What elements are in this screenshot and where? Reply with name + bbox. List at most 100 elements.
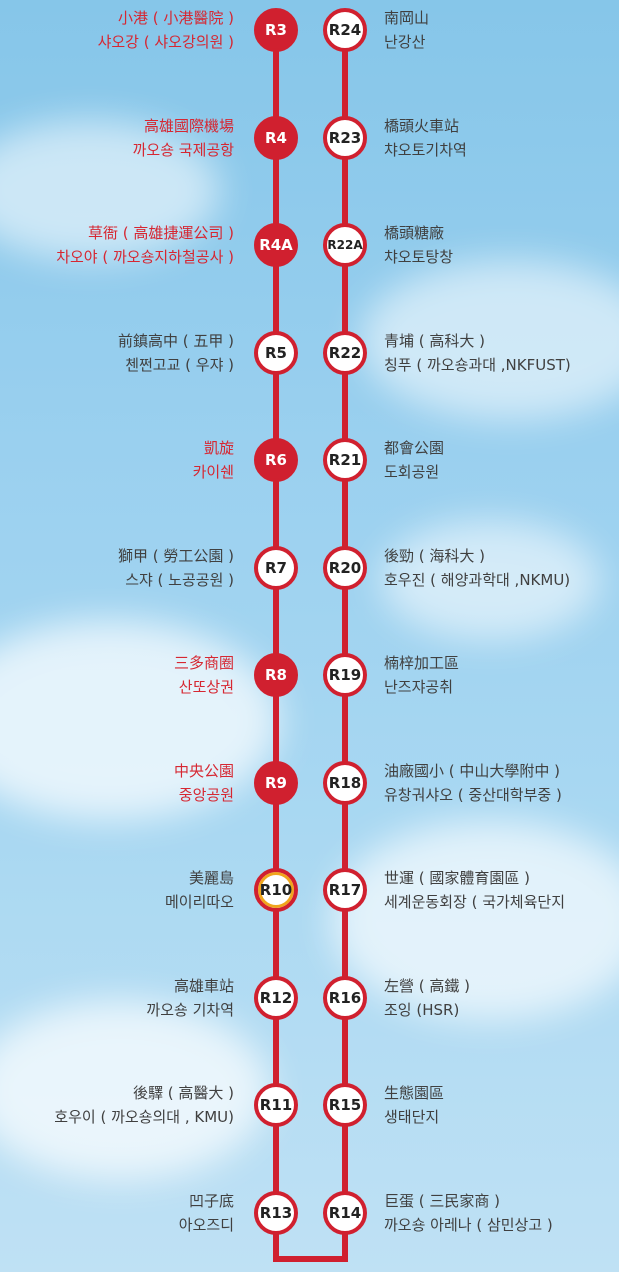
station-name-chinese: 凹子底 xyxy=(188,1191,234,1210)
station-marker-r18[interactable]: R18 xyxy=(323,760,367,805)
station-label-r22a: 橋頭糖廠 챠오토탕창 xyxy=(384,221,453,269)
station-marker-r7[interactable]: R7 xyxy=(254,545,298,590)
station-label-r8: 三多商圈 산또상권 xyxy=(174,651,234,699)
station-name-chinese: 生態園區 xyxy=(384,1084,445,1102)
station-marker-r22[interactable]: R22 xyxy=(323,330,367,375)
station-marker-r23[interactable]: R23 xyxy=(323,115,367,160)
station-name-chinese: 世運 ( 國家體育園區 ) xyxy=(384,869,531,887)
station-label-r14: 巨蛋 ( 三民家商 ) 까오숑 아레나 ( 삼민상고 ) xyxy=(384,1189,553,1237)
station-name-korean: 차오야 ( 까오숑지하철공사 ) xyxy=(56,248,234,266)
station-name-chinese: 小港 ( 小港醫院 ) xyxy=(117,9,234,27)
station-label-r22: 青埔 ( 高科大 ) 칭푸 ( 까오숑과대 ,NKFUST) xyxy=(384,329,571,377)
station-label-r3: 小港 ( 小港醫院 ) 샤오강 ( 샤오강의원 ) xyxy=(98,6,234,54)
station-label-r12: 高雄車站 까오숑 기차역 xyxy=(146,974,234,1022)
station-label-r5: 前鎮高中 ( 五甲 ) 첸쩐고교 ( 우쟈 ) xyxy=(118,329,234,377)
station-name-chinese: 楠梓加工區 xyxy=(384,654,460,672)
station-marker-r13[interactable]: R13 xyxy=(254,1190,298,1235)
station-marker-r4[interactable]: R4 xyxy=(254,115,298,160)
station-name-korean: 호우이 ( 까오숑의대 , KMU) xyxy=(54,1108,234,1126)
station-name-korean: 도회공원 xyxy=(384,463,440,481)
station-name-korean: 까오숑 아레나 ( 삼민상고 ) xyxy=(384,1215,553,1234)
station-name-korean: 챠오토기차역 xyxy=(384,140,467,159)
station-name-korean: 세계운동회장 ( 국가체육단지 xyxy=(384,893,565,911)
station-marker-r3[interactable]: R3 xyxy=(254,8,298,52)
station-name-chinese: 橋頭火車站 xyxy=(384,116,460,135)
station-name-korean: 까오숑 기차역 xyxy=(146,1000,234,1019)
station-marker-r19[interactable]: R19 xyxy=(323,653,367,697)
station-name-korean: 스쟈 ( 노공공원 ) xyxy=(125,570,234,589)
station-label-r4: 高雄國際機場 까오숑 국제공항 xyxy=(133,114,234,162)
station-name-korean: 챠오토탕창 xyxy=(384,248,454,266)
station-name-chinese: 草衙 ( 高雄捷運公司 ) xyxy=(87,224,234,242)
station-name-korean: 메이리따오 xyxy=(164,893,234,911)
station-name-korean: 난강산 xyxy=(384,33,426,51)
station-name-chinese: 美麗島 xyxy=(188,869,234,887)
station-name-korean: 샤오강 ( 샤오강의원 ) xyxy=(97,33,234,51)
line-right-track xyxy=(342,30,348,1262)
station-label-r18: 油廠國小 ( 中山大學附中 ) 유창궈샤오 ( 중산대학부중 ) xyxy=(384,759,562,807)
station-name-chinese: 左營 ( 高鐵 ) xyxy=(384,976,471,995)
station-marker-r20[interactable]: R20 xyxy=(323,545,367,590)
station-label-r9: 中央公園 중앙공원 xyxy=(174,759,234,807)
station-name-chinese: 巨蛋 ( 三民家商 ) xyxy=(384,1191,501,1210)
station-label-r10: 美麗島 메이리따오 xyxy=(165,866,234,914)
station-name-korean: 산또상권 xyxy=(178,678,234,696)
line-left-track xyxy=(273,30,279,1262)
station-name-korean: 칭푸 ( 까오숑과대 ,NKFUST) xyxy=(384,355,571,374)
station-marker-r8[interactable]: R8 xyxy=(254,653,298,697)
station-marker-r14[interactable]: R14 xyxy=(323,1190,367,1235)
station-name-korean: 생태단지 xyxy=(384,1108,440,1126)
station-name-korean: 중앙공원 xyxy=(178,785,234,804)
station-label-r19: 楠梓加工區 난즈쟈공취 xyxy=(384,651,459,699)
station-name-chinese: 凱旋 xyxy=(203,439,234,457)
station-label-r4a: 草衙 ( 高雄捷運公司 ) 차오야 ( 까오숑지하철공사 ) xyxy=(56,221,234,269)
station-name-chinese: 後驛 ( 高醫大 ) xyxy=(132,1084,234,1102)
station-label-r21: 都會公園 도회공원 xyxy=(384,436,444,484)
station-marker-r15[interactable]: R15 xyxy=(323,1083,367,1127)
station-marker-r5[interactable]: R5 xyxy=(254,330,298,375)
station-marker-r9[interactable]: R9 xyxy=(254,760,298,805)
station-label-r20: 後勁 ( 海科大 ) 호우진 ( 해양과학대 ,NKMU) xyxy=(384,544,570,592)
station-name-korean: 카이쉔 xyxy=(192,463,234,481)
station-name-chinese: 高雄車站 xyxy=(173,976,234,995)
station-name-chinese: 都會公園 xyxy=(384,439,445,457)
station-name-chinese: 三多商圈 xyxy=(173,654,234,672)
station-marker-r24[interactable]: R24 xyxy=(323,8,367,52)
station-label-r13: 凹子底 아오즈디 xyxy=(179,1189,234,1237)
station-label-r7: 獅甲 ( 勞工公園 ) 스쟈 ( 노공공원 ) xyxy=(118,544,234,592)
station-label-r15: 生態園區 생태단지 xyxy=(384,1081,444,1129)
station-marker-r10[interactable]: R10 xyxy=(254,868,298,912)
station-marker-r11[interactable]: R11 xyxy=(254,1083,298,1127)
station-marker-r4a[interactable]: R4A xyxy=(254,223,298,267)
station-marker-r22a[interactable]: R22A xyxy=(323,223,367,267)
station-name-chinese: 南岡山 xyxy=(384,9,430,27)
station-label-r16: 左營 ( 高鐵 ) 조잉 (HSR) xyxy=(384,974,470,1022)
station-name-chinese: 中央公園 xyxy=(173,761,234,780)
station-name-korean: 호우진 ( 해양과학대 ,NKMU) xyxy=(384,570,571,589)
station-marker-r6[interactable]: R6 xyxy=(254,438,298,482)
station-marker-r12[interactable]: R12 xyxy=(254,975,298,1020)
station-marker-r21[interactable]: R21 xyxy=(323,438,367,482)
station-name-chinese: 獅甲 ( 勞工公園 ) xyxy=(117,546,234,565)
station-marker-r17[interactable]: R17 xyxy=(323,868,367,912)
station-marker-r16[interactable]: R16 xyxy=(323,975,367,1020)
station-name-chinese: 油廠國小 ( 中山大學附中 ) xyxy=(384,761,561,780)
station-label-r6: 凱旋 카이쉔 xyxy=(193,436,234,484)
station-name-korean: 까오숑 국제공항 xyxy=(132,140,234,159)
station-name-chinese: 前鎮高中 ( 五甲 ) xyxy=(117,331,234,350)
line-bottom-connector xyxy=(273,1256,348,1262)
station-name-chinese: 橋頭糖廠 xyxy=(384,224,445,242)
station-label-r17: 世運 ( 國家體育園區 ) 세계운동회장 ( 국가체육단지 xyxy=(384,866,565,914)
station-label-r23: 橋頭火車站 챠오토기차역 xyxy=(384,114,467,162)
station-name-korean: 아오즈디 xyxy=(178,1215,234,1234)
station-label-r24: 南岡山 난강산 xyxy=(384,6,429,54)
station-name-korean: 유창궈샤오 ( 중산대학부중 ) xyxy=(384,785,562,804)
station-name-korean: 조잉 (HSR) xyxy=(384,1000,460,1019)
station-name-korean: 첸쩐고교 ( 우쟈 ) xyxy=(125,355,234,374)
station-label-r11: 後驛 ( 高醫大 ) 호우이 ( 까오숑의대 , KMU) xyxy=(54,1081,234,1129)
station-name-korean: 난즈쟈공취 xyxy=(384,678,454,696)
station-name-chinese: 青埔 ( 高科大 ) xyxy=(384,331,486,350)
station-name-chinese: 高雄國際機場 xyxy=(143,116,234,135)
station-name-chinese: 後勁 ( 海科大 ) xyxy=(384,546,486,565)
